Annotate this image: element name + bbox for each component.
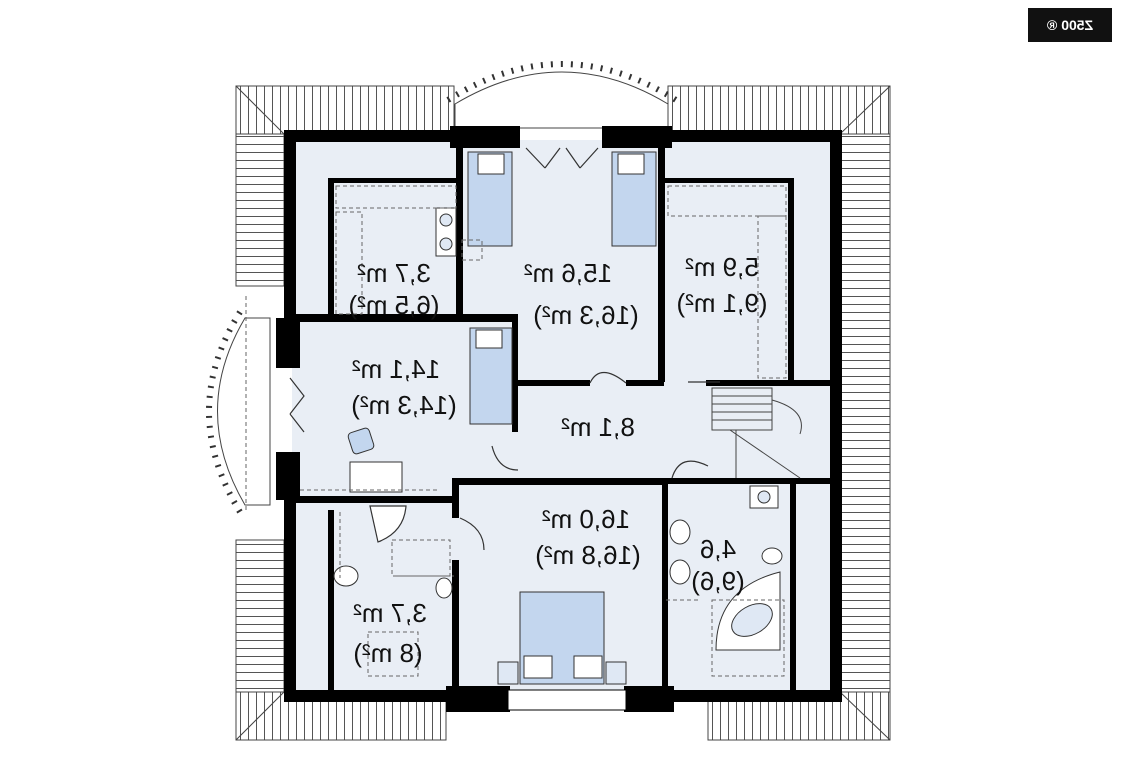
- interior-walls: [290, 142, 830, 690]
- room-gross-label: (9,6): [691, 566, 744, 596]
- room-labels: 3,7 m² (6,5 m²) 15,6 m² (16,3 m²) 5,9 m²…: [349, 252, 768, 668]
- room-gross-label: (6,5 m²): [349, 290, 440, 320]
- desk: [349, 461, 403, 493]
- room-area-label: 14,1 m²: [352, 354, 440, 384]
- stairs: [711, 387, 802, 479]
- sink-right-1: [669, 519, 691, 545]
- doors: [289, 147, 720, 551]
- room-gross-label: (16,8 m²): [535, 540, 640, 570]
- room-area-label: 3,7 m²: [353, 598, 427, 628]
- toilet-left: [333, 565, 359, 587]
- chair: [347, 427, 375, 455]
- sink-left: [435, 577, 453, 599]
- sink-right-2: [669, 559, 691, 585]
- room-area-label: 15,6 m²: [524, 258, 612, 288]
- room-gross-label: (9,1 m²): [677, 288, 768, 318]
- room-area-label: 5,9 m²: [685, 252, 759, 282]
- exterior-walls: [276, 126, 842, 712]
- roof-right: [839, 85, 891, 741]
- furniture: [333, 151, 783, 685]
- room-gross-label: (8 m²): [353, 638, 422, 668]
- room-gross-label: (14,3 m²): [351, 390, 456, 420]
- roof-top-right: [667, 85, 891, 135]
- bidet: [761, 547, 783, 565]
- roof-top-left: [235, 85, 455, 135]
- balcony-window: [507, 689, 627, 711]
- room-area-label: 8,1 m²: [561, 412, 635, 442]
- room-gross-label: (16,3 m²): [533, 300, 638, 330]
- room-area-label: 16,0 m²: [542, 504, 630, 534]
- dormer-top: [446, 61, 678, 129]
- dormer-left: [206, 310, 271, 514]
- room-area-label: 4,6: [700, 534, 736, 564]
- dashed-lines: [245, 185, 787, 677]
- room-area-label: 3,7 m²: [357, 258, 431, 288]
